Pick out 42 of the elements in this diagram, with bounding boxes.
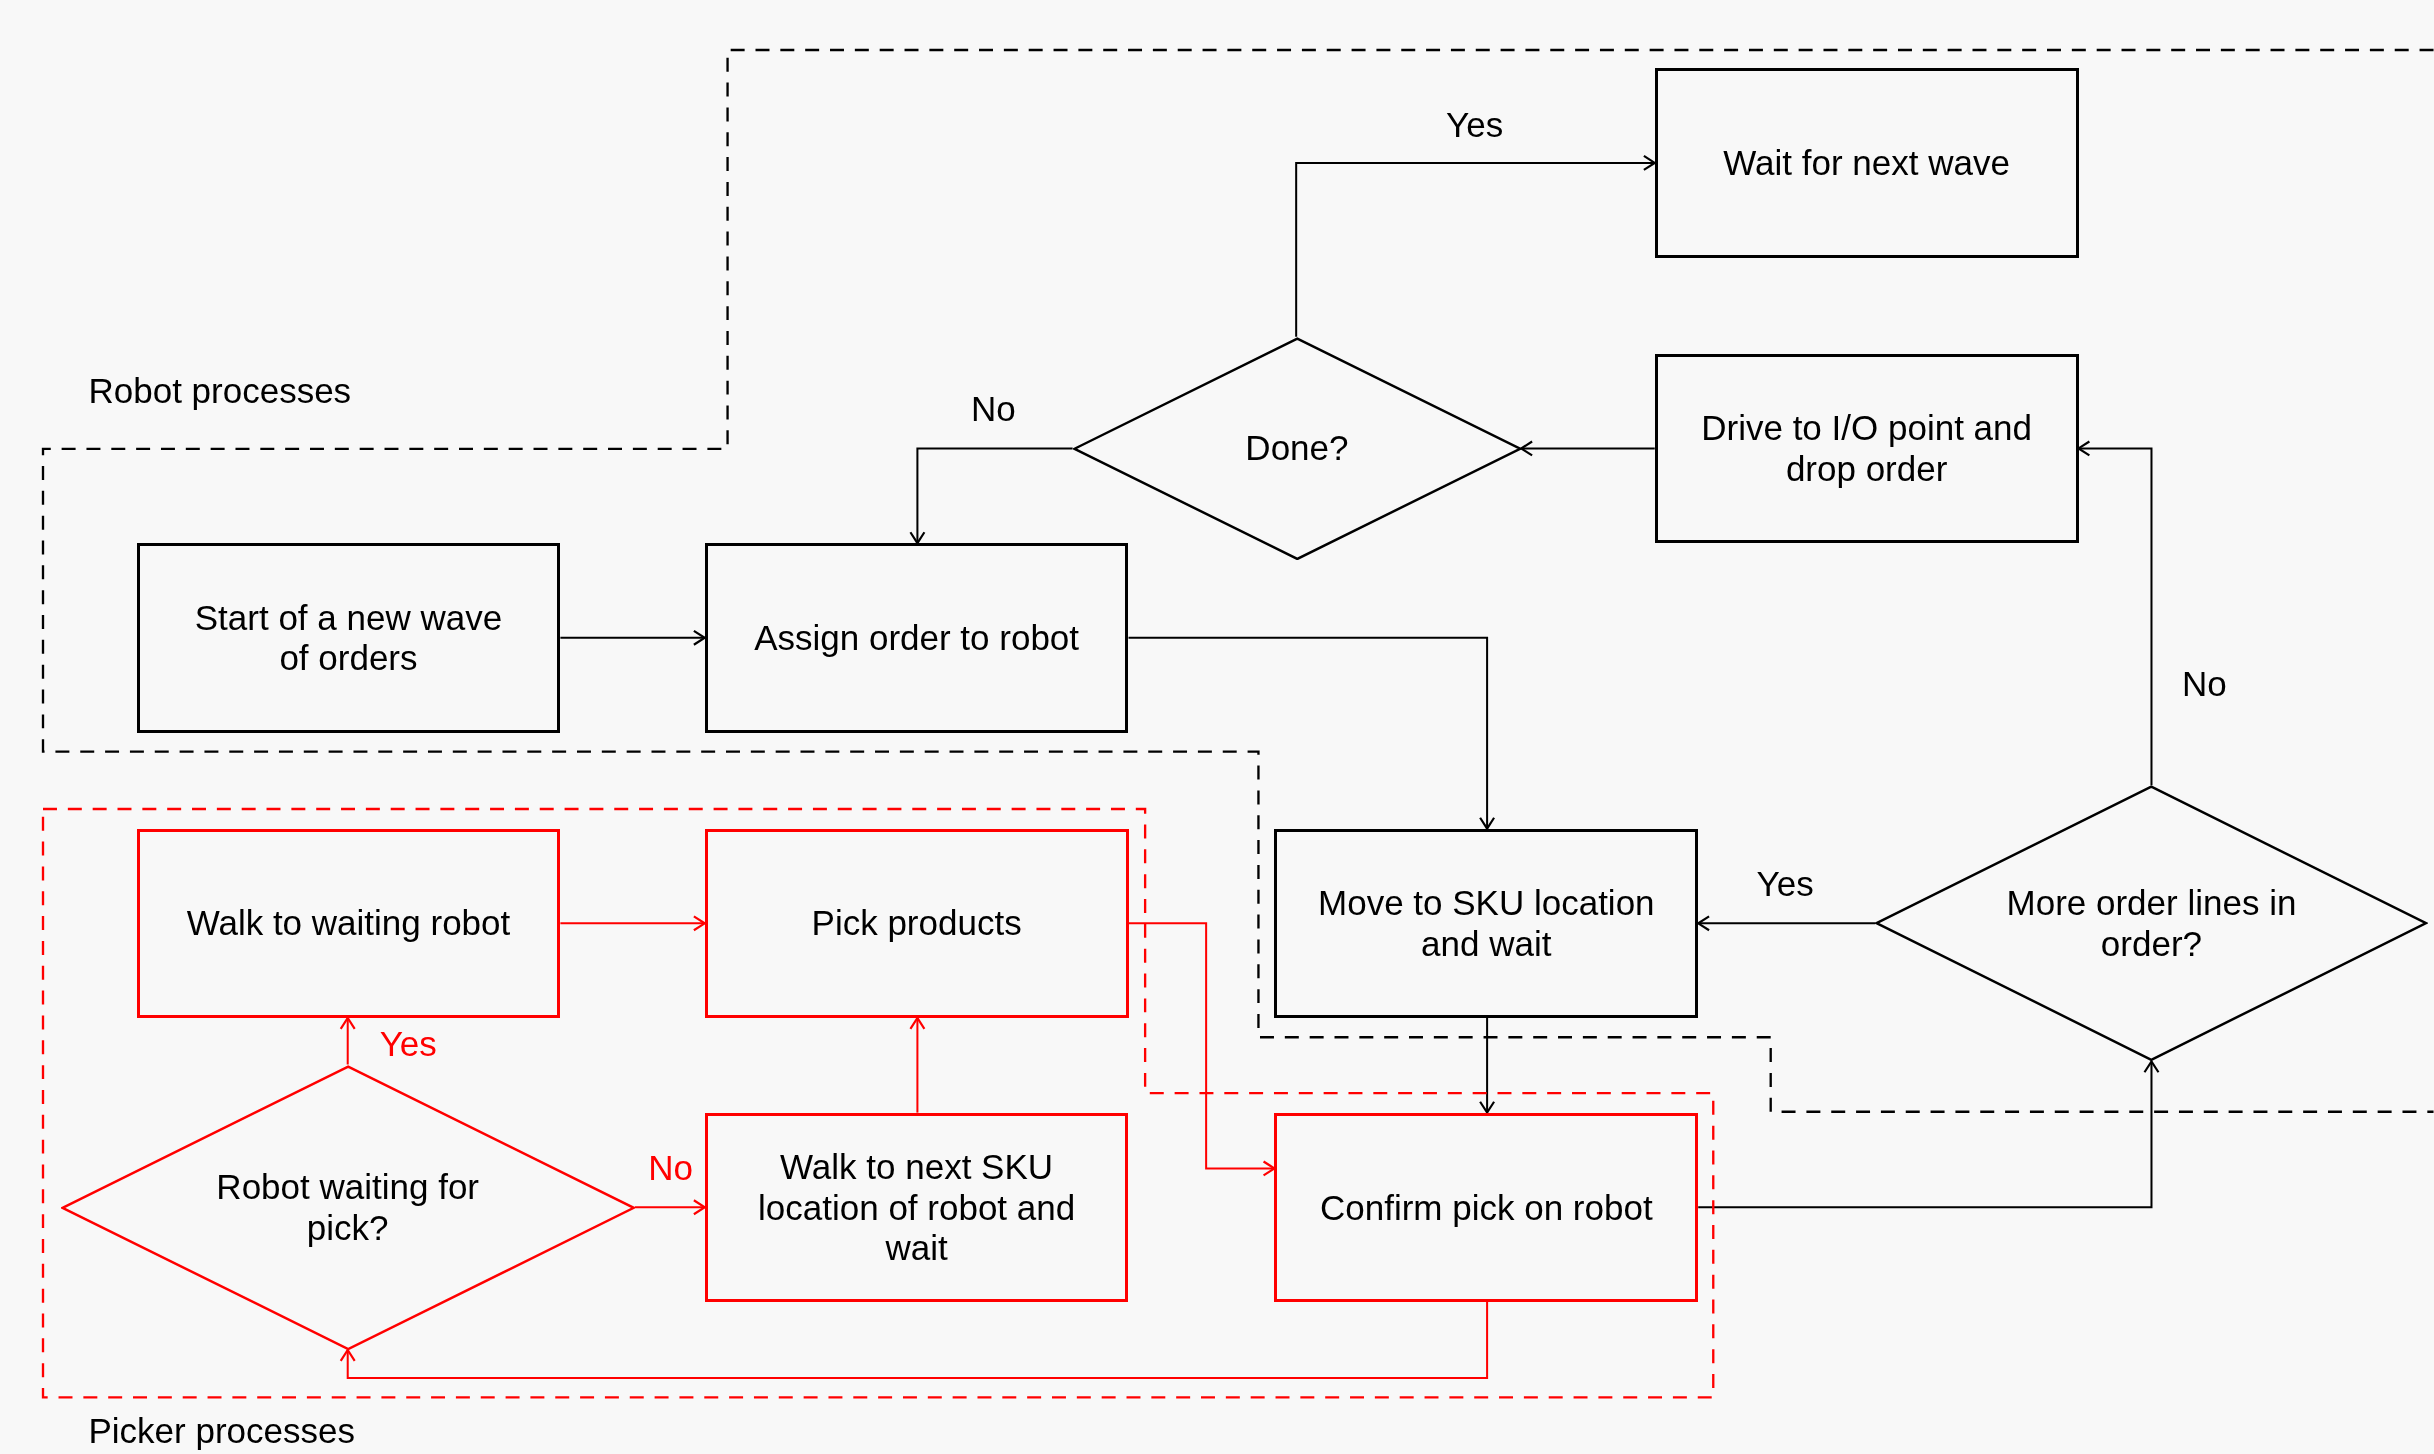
arrow [1697, 915, 1876, 932]
decision-diamond [1875, 785, 2428, 1062]
node-text: Walk to waiting robot [186, 903, 511, 944]
arrow [339, 1016, 356, 1065]
arrow [909, 1016, 926, 1113]
process-box [1654, 68, 2079, 258]
node-text: Assign order to robot [754, 617, 1080, 659]
process-box [1274, 828, 1699, 1019]
arrow [909, 447, 1073, 545]
decision-diamond [60, 1064, 635, 1351]
node-text: Pick products [811, 903, 1022, 944]
arrow [1479, 1017, 1496, 1114]
region-title: Picker processes [88, 1412, 355, 1448]
node-text: Wait for next wave [1723, 142, 2010, 184]
process-region [43, 49, 2434, 1112]
arrow [634, 1199, 706, 1216]
arrow [339, 1301, 1489, 1379]
arrow [1698, 1060, 2160, 1209]
process-box [136, 828, 561, 1019]
region-title: Robot processes [88, 372, 352, 408]
arrow [2077, 440, 2153, 786]
decision-diamond [1072, 336, 1522, 561]
arrow [1128, 636, 1496, 830]
process-box [136, 543, 561, 733]
arrow [560, 629, 706, 646]
arrow [560, 915, 706, 932]
process-box [704, 828, 1129, 1019]
node-text: Confirm pick on robot [1320, 1187, 1653, 1228]
node-text: Walk to next SKU location of robot and wait [757, 1147, 1077, 1269]
node-text: Done? [1245, 428, 1349, 469]
process-box [704, 543, 1129, 733]
process-box [704, 1113, 1129, 1303]
arrow [1128, 922, 1276, 1177]
node-text: Move to SKU location and wait [1317, 883, 1656, 964]
process-box [1654, 353, 2079, 544]
node-text: Start of a new wave of orders [193, 597, 504, 679]
arrow [1295, 154, 1656, 337]
node-text: More order lines in order? [2005, 883, 2298, 964]
process-box [1274, 1113, 1699, 1303]
arrow [1520, 440, 1655, 457]
node-text: Drive to I/O point and drop order [1700, 408, 2033, 489]
node-text: Robot waiting for pick? [215, 1167, 480, 1248]
